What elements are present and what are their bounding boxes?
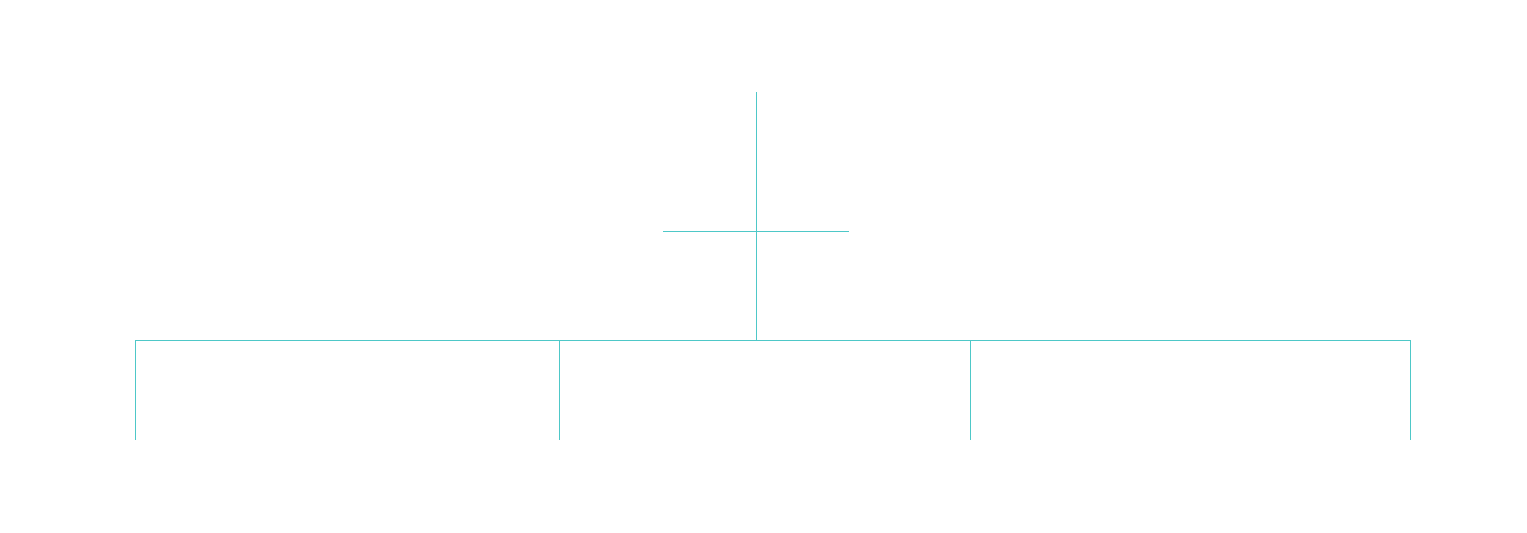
org-chart-diagram [135, 92, 1411, 440]
